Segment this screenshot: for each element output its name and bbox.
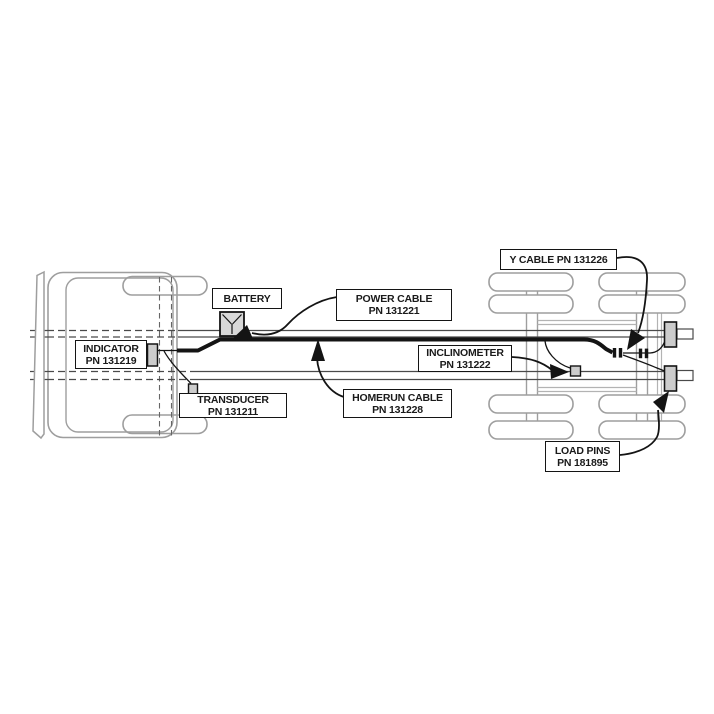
label-y-cable-text: Y CABLE PN 131226 bbox=[509, 253, 608, 266]
cab-roof-outline bbox=[65, 277, 174, 433]
label-homerun-cable-line1: HOMERUN CABLE bbox=[352, 391, 443, 404]
wheel bbox=[598, 420, 686, 440]
y-cable-leader bbox=[616, 256, 648, 334]
wheel bbox=[488, 420, 574, 440]
front-wheel-left bbox=[122, 275, 208, 296]
label-load-pins: LOAD PINS PN 181895 bbox=[545, 441, 620, 472]
load-pin-lower bbox=[663, 365, 678, 392]
label-load-pins-line2: PN 181895 bbox=[557, 456, 608, 469]
front-wheel-right bbox=[122, 414, 208, 435]
axle-spindle-upper bbox=[676, 328, 694, 340]
y-cable-branch-upper bbox=[623, 341, 666, 354]
inclinometer-device bbox=[569, 365, 582, 377]
inclinometer-wire bbox=[544, 340, 571, 369]
arrowheads bbox=[230, 325, 669, 413]
cables bbox=[157, 337, 666, 384]
battery-icon bbox=[219, 311, 245, 337]
inclinometer-leader bbox=[511, 356, 553, 371]
wheel bbox=[488, 394, 574, 414]
label-power-cable: POWER CABLE PN 131221 bbox=[336, 289, 452, 321]
label-indicator: INDICATOR PN 131219 bbox=[75, 340, 147, 369]
label-indicator-line1: INDICATOR bbox=[83, 342, 139, 355]
crossmember-upper bbox=[537, 319, 637, 326]
label-battery-text: BATTERY bbox=[223, 292, 271, 305]
wheel bbox=[488, 294, 574, 314]
label-homerun-cable-line2: PN 131228 bbox=[372, 403, 423, 416]
label-power-cable-line2: PN 131221 bbox=[368, 305, 420, 317]
label-load-pins-line1: LOAD PINS bbox=[554, 444, 611, 457]
frame-rail-hidden-segments bbox=[47, 329, 190, 381]
power-cable-leader bbox=[251, 296, 338, 336]
wheel bbox=[598, 272, 686, 292]
load-pin-upper bbox=[663, 321, 678, 348]
label-transducer-line1: TRANSDUCER bbox=[197, 393, 269, 406]
label-transducer-line2: PN 131211 bbox=[207, 405, 259, 418]
power-cable-arrowhead bbox=[230, 325, 253, 341]
y-cable-arrowhead bbox=[627, 329, 645, 350]
label-homerun-cable: HOMERUN CABLE PN 131228 bbox=[343, 389, 452, 418]
label-indicator-line2: PN 131219 bbox=[85, 354, 137, 367]
label-battery: BATTERY bbox=[212, 288, 282, 309]
label-power-cable-line1: POWER CABLE bbox=[355, 293, 433, 305]
crossmember-lower bbox=[537, 386, 637, 393]
label-transducer: TRANSDUCER PN 131211 bbox=[179, 393, 287, 418]
trailer-wheels bbox=[488, 272, 686, 440]
load-pins-arrowhead bbox=[653, 391, 669, 413]
y-cable-connector-ticks bbox=[612, 348, 649, 359]
homerun-cable-line bbox=[177, 337, 614, 355]
homerun-cable-arrowhead bbox=[311, 339, 325, 361]
battery-y-symbol bbox=[222, 314, 242, 334]
indicator-device bbox=[146, 343, 159, 367]
wheel bbox=[488, 272, 574, 292]
front-bumper bbox=[32, 270, 45, 440]
load-pins-leader bbox=[619, 409, 660, 456]
y-cable-branch-lower bbox=[622, 354, 665, 372]
wheel bbox=[598, 294, 686, 314]
axle-spindle-lower bbox=[676, 369, 694, 382]
inclinometer-arrowhead bbox=[550, 364, 569, 379]
trailer-running-gear bbox=[488, 272, 686, 440]
label-inclinometer-line1: INCLINOMETER bbox=[426, 346, 504, 359]
leaders bbox=[251, 256, 660, 456]
wheel bbox=[598, 394, 686, 414]
transducer-wire bbox=[163, 350, 192, 384]
label-inclinometer-line2: PN 131222 bbox=[439, 358, 491, 371]
label-inclinometer: INCLINOMETER PN 131222 bbox=[418, 345, 512, 372]
label-y-cable: Y CABLE PN 131226 bbox=[500, 249, 617, 270]
homerun-cable-leader bbox=[316, 357, 345, 398]
